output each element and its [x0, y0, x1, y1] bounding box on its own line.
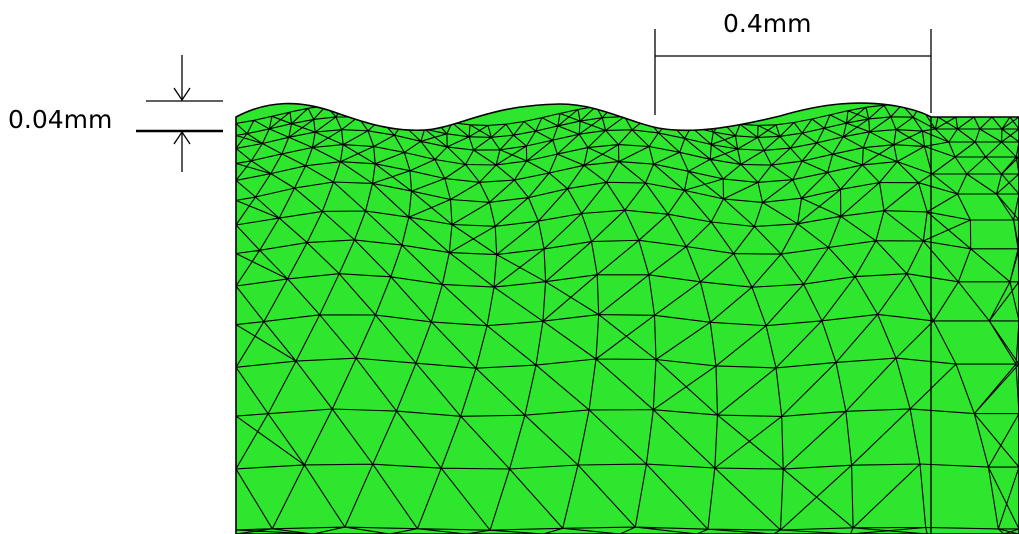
amplitude-label: 0.04mm [8, 105, 112, 134]
finite-element-mesh [235, 102, 1019, 534]
amplitude-arrow-top-head [173, 87, 191, 102]
amplitude-arrow-bottom-head [173, 130, 191, 145]
mesh-domain [235, 102, 1019, 534]
amplitude-dimension: 0.04mm [8, 55, 223, 172]
wavelength-dimension: 0.4mm [654, 9, 932, 115]
wavelength-label: 0.4mm [723, 9, 811, 38]
